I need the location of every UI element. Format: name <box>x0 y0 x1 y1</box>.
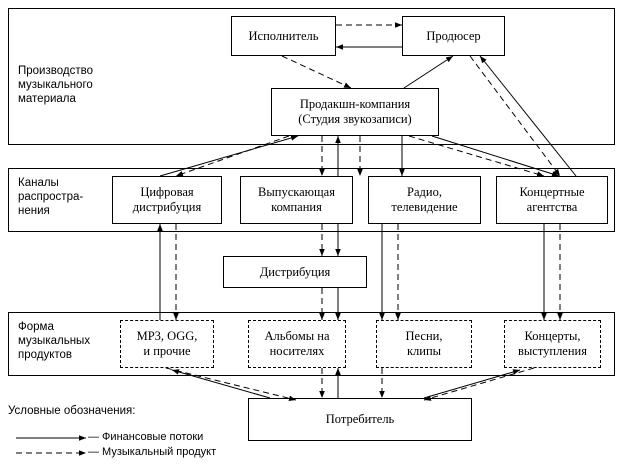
node-producer: Продюсер <box>402 16 505 56</box>
band-forms-label: Форма музыкальных продуктов <box>18 321 91 361</box>
legend-financial: — Финансовые потоки <box>88 431 204 443</box>
node-songs: Песни, клипы <box>376 320 472 368</box>
node-mp3: MP3, OGG, и прочие <box>120 320 214 368</box>
legend-product: — Музыкальный продукт <box>88 446 217 458</box>
node-albums: Альбомы на носителях <box>248 320 346 368</box>
node-concert-agencies: Концертные агентства <box>496 176 608 224</box>
band-channels-label: Каналы распростра- нения <box>18 177 84 217</box>
legend-title: Условные обозначения: <box>8 405 136 417</box>
node-concerts: Концерты, выступления <box>504 320 601 368</box>
node-radio-tv: Радио, телевидение <box>368 176 481 224</box>
node-production-company: Продакшн-компания (Студия звукозаписи) <box>271 88 439 136</box>
band-production-label: Производство музыкального материала <box>18 65 93 105</box>
node-label: Выпускающая компания <box>240 176 353 224</box>
node-performer: Исполнитель <box>231 16 336 56</box>
node-consumer: Потребитель <box>248 398 472 441</box>
node-distribution: Дистрибуция <box>223 256 367 288</box>
node-digital-distribution: Цифровая дистрибуция <box>112 176 222 224</box>
